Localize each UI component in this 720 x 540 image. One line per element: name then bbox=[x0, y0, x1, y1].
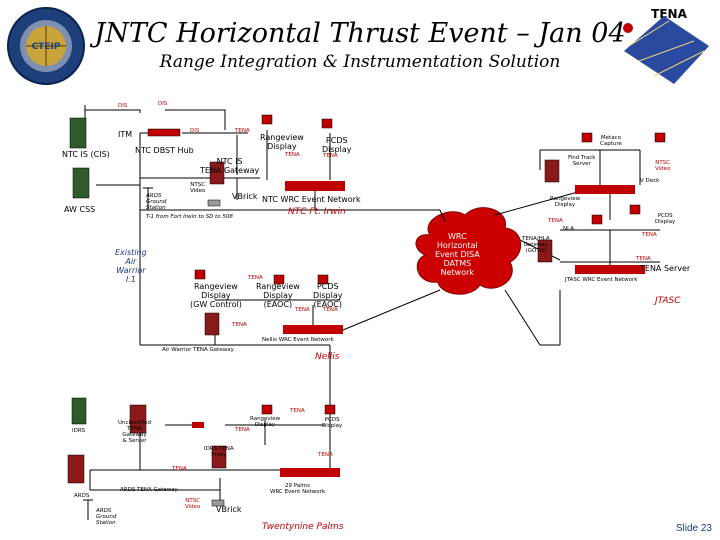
label-tena-bot-2: TENA bbox=[235, 427, 250, 433]
label-tena-hla: TENA/HLA Gateway (GOTH) bbox=[522, 236, 550, 254]
label-find-track: Find Track Server bbox=[568, 155, 596, 167]
label-tena-rt: TENA bbox=[585, 189, 600, 195]
label-ntcis: NTC IS (CIS) bbox=[62, 150, 110, 159]
label-jtasc: JTASC bbox=[655, 296, 681, 306]
label-tena-mid: TENA bbox=[248, 275, 263, 281]
label-ntcis-gateway: NTC IS TENA Gateway bbox=[200, 157, 260, 175]
label-nellis: Nellis bbox=[315, 352, 340, 362]
label-unclassified-gateway: Unclassified TENA Gateway & Server bbox=[118, 420, 152, 444]
label-nellis-net: Nellis WRC Event Network bbox=[262, 337, 334, 343]
label-itm: ITM bbox=[118, 130, 133, 139]
label-tena-rt-3: TENA bbox=[642, 232, 657, 238]
label-ntsc-bot: NTSC Video bbox=[185, 498, 201, 510]
label-vbrick: VBrick bbox=[232, 192, 258, 201]
label-tena-pcds: TENA bbox=[323, 153, 338, 159]
label-dis-1: DIS bbox=[118, 103, 128, 109]
label-ntsc-video: NTSC Video bbox=[190, 182, 206, 194]
label-tena-bot-1: TENA bbox=[290, 408, 305, 414]
label-tena-mid-3: TENA bbox=[323, 307, 338, 313]
label-rv-gwc: Rangeview Display (GW Control) bbox=[190, 282, 242, 309]
label-rangeview-rt: Rangeview Display bbox=[550, 196, 581, 208]
label-vbrick-bot: VBrick bbox=[216, 505, 242, 514]
label-existing-aw: Existing Air Warrior I.1 bbox=[115, 248, 147, 284]
label-metaco: Metaco Capture bbox=[600, 135, 622, 147]
label-tena-rt-2: TENA bbox=[548, 218, 563, 224]
slide-number: Slide 23 bbox=[675, 523, 712, 534]
label-tena-mid-2: TENA bbox=[295, 307, 310, 313]
label-tena-server: TENA Server bbox=[640, 264, 691, 273]
label-tena-top: TENA bbox=[235, 128, 250, 134]
label-rv-bot: Rangeview Display bbox=[250, 416, 281, 428]
cteip-logo: CTEIP bbox=[6, 6, 86, 86]
label-vdeck: V Deck bbox=[640, 178, 660, 184]
label-nla: NLA bbox=[563, 226, 575, 232]
label-tena-rv: TENA bbox=[285, 152, 300, 158]
label-pcds-eaoc: PCDS Display (EAOC) bbox=[313, 282, 343, 309]
label-ards-gateway: ARDS TENA Gateway bbox=[120, 487, 178, 493]
label-pcds-bot: PCDS Display bbox=[322, 417, 343, 429]
label-tena-nellis: TENA bbox=[232, 322, 247, 328]
label-twentynine-palms: Twentynine Palms bbox=[262, 522, 344, 532]
svg-text:TENA: TENA bbox=[651, 7, 687, 21]
label-rangeview-top: Rangeview Display bbox=[260, 133, 304, 151]
label-ards-ground: ARDS Ground Station bbox=[96, 508, 117, 526]
svg-text:CTEIP: CTEIP bbox=[32, 42, 61, 52]
page-title: JNTC Horizontal Thrust Event – Jan 04 bbox=[94, 18, 626, 49]
label-idrs-proxy: IDRS TENA Proxy bbox=[204, 446, 234, 458]
label-rv-eaoc: Rangeview Display (EAOC) bbox=[256, 282, 300, 309]
label-ards-station: ARDS Ground Station bbox=[146, 193, 167, 211]
label-awcss: AW CSS bbox=[64, 205, 96, 214]
label-palms-net: 29 Palms WRC Event Network bbox=[270, 483, 326, 495]
label-aw-gateway: Air Warrior TENA Gateway bbox=[162, 347, 234, 353]
label-dis-2: DIS bbox=[158, 101, 168, 107]
label-pcds-top: PCDS Display bbox=[322, 136, 352, 154]
label-ards-bot: ARDS bbox=[74, 493, 90, 499]
label-ntc-wrc: NTC WRC Event Network bbox=[262, 195, 361, 204]
tena-logo: TENA bbox=[614, 6, 714, 86]
label-ntsc-video-2: NTSC Video bbox=[655, 160, 671, 172]
label-idrs: IDRS bbox=[72, 428, 86, 434]
label-dis-3: DIS bbox=[190, 128, 200, 134]
wrc-cloud-label: WRC Horizontal Event DISA DATMS Network bbox=[435, 232, 480, 277]
label-tena-rt-4: TENA bbox=[636, 256, 651, 262]
label-ntc-ft-irwin: NTC Ft. Irwin bbox=[288, 207, 346, 217]
label-dbst-hub: NTC DBST Hub bbox=[135, 146, 194, 155]
label-tena-bot-4: TENA bbox=[172, 466, 187, 472]
label-tena-bot-3: TENA bbox=[318, 452, 333, 458]
label-t1-link: T-1 from Fort Irwin to SD to 508 bbox=[146, 214, 233, 220]
label-jtasc-net: JTASC WRC Event Network bbox=[565, 277, 638, 283]
label-pcds-rt: PCDS Display bbox=[655, 213, 676, 225]
page-subtitle: Range Integration & Instrumentation Solu… bbox=[159, 52, 561, 72]
